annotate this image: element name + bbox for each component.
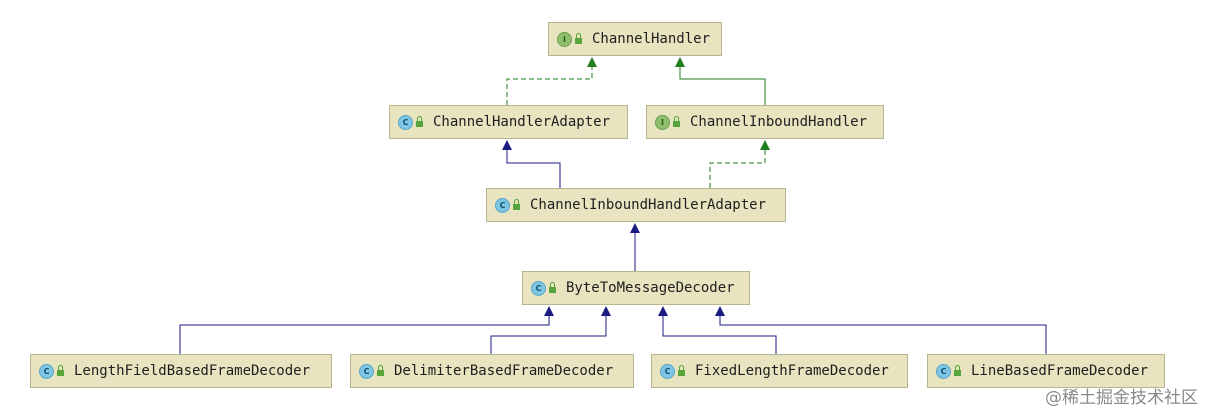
edge-channel-handler-adapter-to-channel-handler xyxy=(506,58,593,105)
node-label: LengthFieldBasedFrameDecoder xyxy=(74,363,311,379)
node-channel-inbound-handler[interactable]: I ChannelInboundHandler xyxy=(646,105,884,139)
node-channel-inbound-handler-adapter[interactable]: C ChannelInboundHandlerAdapter xyxy=(486,188,786,222)
public-lock-icon xyxy=(416,116,423,127)
arrowhead-extends-icon xyxy=(544,306,554,316)
arrowhead-extends-icon xyxy=(630,223,640,233)
node-label: ChannelInboundHandler xyxy=(690,114,868,130)
node-label: FixedLengthFrameDecoder xyxy=(695,363,889,379)
public-lock-icon xyxy=(575,33,582,44)
public-lock-icon xyxy=(678,365,685,376)
arrowhead-extends-icon xyxy=(601,306,611,316)
node-byte-to-message-decoder[interactable]: C ByteToMessageDecoder xyxy=(522,271,750,305)
arrowhead-extends-icon xyxy=(658,306,668,316)
edge-delimiter-based-frame-decoder-to-byte-to-message-decoder xyxy=(490,307,607,354)
public-lock-icon xyxy=(954,365,961,376)
edge-length-field-based-frame-decoder-to-byte-to-message-decoder xyxy=(179,307,550,354)
interface-icon: I xyxy=(655,114,670,130)
node-label: ChannelHandlerAdapter xyxy=(433,114,611,130)
node-line-based-frame-decoder[interactable]: C LineBasedFrameDecoder xyxy=(927,354,1165,388)
class-icon: C xyxy=(531,280,546,296)
arrowhead-extends-interface-icon xyxy=(675,57,685,67)
node-channel-handler[interactable]: I ChannelHandler xyxy=(548,22,722,56)
public-lock-icon xyxy=(549,282,556,293)
arrowhead-extends-icon xyxy=(715,306,725,316)
class-icon: C xyxy=(660,363,675,379)
class-icon: C xyxy=(359,363,374,379)
class-icon: C xyxy=(398,114,413,130)
edge-channel-inbound-handler-to-channel-handler xyxy=(679,58,766,105)
class-icon: C xyxy=(39,363,54,379)
public-lock-icon xyxy=(377,365,384,376)
class-icon: C xyxy=(936,363,951,379)
public-lock-icon xyxy=(57,365,64,376)
node-label: DelimiterBasedFrameDecoder xyxy=(394,363,614,379)
arrowhead-implements-icon xyxy=(587,57,597,67)
public-lock-icon xyxy=(673,116,680,127)
edge-fixed-length-frame-decoder-to-byte-to-message-decoder xyxy=(662,307,777,354)
arrowhead-extends-icon xyxy=(502,140,512,150)
edge-channel-inbound-handler-adapter-to-channel-handler-adapter xyxy=(506,141,561,188)
node-label: LineBasedFrameDecoder xyxy=(971,363,1149,379)
node-label: ChannelInboundHandlerAdapter xyxy=(530,197,767,213)
node-delimiter-based-frame-decoder[interactable]: C DelimiterBasedFrameDecoder xyxy=(350,354,634,388)
watermark: @稀土掘金技术社区 xyxy=(1045,388,1198,408)
arrowhead-implements-icon xyxy=(760,140,770,150)
node-label: ChannelHandler xyxy=(592,31,711,47)
edge-line-based-frame-decoder-to-byte-to-message-decoder xyxy=(719,307,1047,354)
public-lock-icon xyxy=(513,199,520,210)
interface-icon: I xyxy=(557,31,572,47)
edge-channel-inbound-handler-adapter-to-channel-inbound-handler xyxy=(709,141,766,188)
node-fixed-length-frame-decoder[interactable]: C FixedLengthFrameDecoder xyxy=(651,354,908,388)
class-icon: C xyxy=(495,197,510,213)
node-length-field-based-frame-decoder[interactable]: C LengthFieldBasedFrameDecoder xyxy=(30,354,332,388)
node-channel-handler-adapter[interactable]: C ChannelHandlerAdapter xyxy=(389,105,628,139)
node-label: ByteToMessageDecoder xyxy=(566,280,735,296)
